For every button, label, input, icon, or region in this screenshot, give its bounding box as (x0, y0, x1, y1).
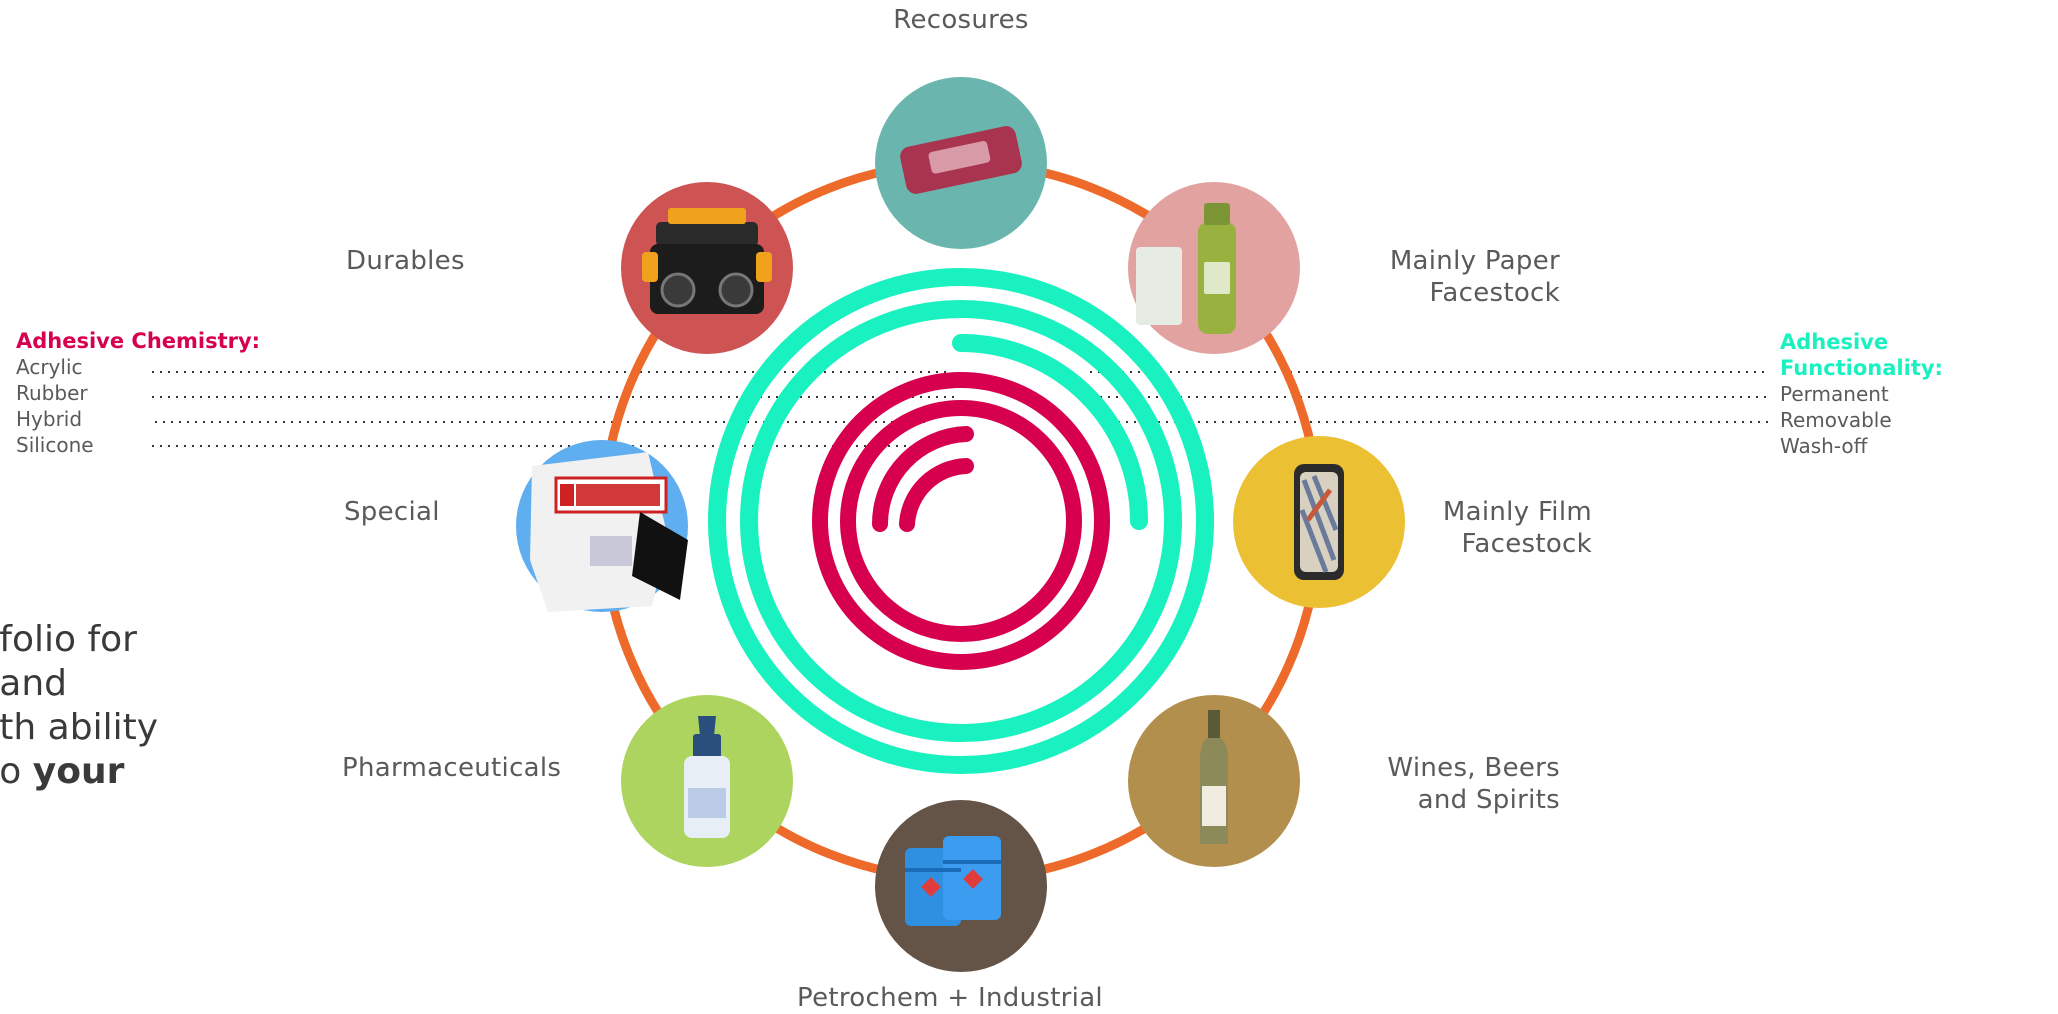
label-mainly-film: Mainly Film Facestock (1442, 497, 1592, 559)
label-petrochem: Petrochem + Industrial (797, 983, 1103, 1013)
chemistry-item: Silicone (16, 433, 94, 457)
dropper-bottle-icon (684, 716, 730, 838)
tagline-line-last: o your (0, 751, 125, 792)
chemistry-item: Rubber (16, 381, 88, 405)
tagline-line: folio for (0, 619, 137, 660)
juice-bottle-icon (1136, 203, 1236, 334)
label-mainly-paper: Mainly Paper Facestock (1389, 246, 1560, 308)
tagline-bold: your (32, 751, 125, 792)
security-label-icon (530, 452, 688, 612)
tagline: folio for and th ability o your (0, 618, 170, 808)
functionality-legend: Adhesive Functionality: Permanent Remova… (1780, 329, 2058, 459)
category-circles (516, 77, 1405, 972)
circle-pharmaceuticals (621, 695, 793, 867)
functionality-item: Wash-off (1780, 434, 1868, 458)
circle-wines (1128, 695, 1300, 867)
label-special: Special (344, 497, 440, 527)
functionality-title: Adhesive Functionality: (1780, 330, 1943, 380)
circle-mainly-film (1233, 436, 1405, 608)
tagline-line: th ability (0, 707, 158, 748)
circle-durables (621, 182, 793, 354)
functionality-item: Removable (1780, 408, 1892, 432)
wine-bottle-icon (1200, 710, 1228, 844)
label-wines: Wines, Beers and Spirits (1387, 753, 1560, 815)
engine-icon (642, 208, 772, 314)
chemical-drums-icon (905, 836, 1001, 926)
chemistry-rings (812, 372, 1110, 670)
chemistry-leader-lines (152, 371, 955, 447)
circle-recosures (875, 77, 1047, 249)
label-recosures: Recosures (893, 5, 1029, 35)
label-durables: Durables (346, 246, 465, 276)
label-pharmaceuticals: Pharmaceuticals (342, 753, 562, 783)
chemistry-legend: Adhesive Chemistry: Acrylic Rubber Hybri… (16, 328, 260, 458)
circle-petrochem (875, 800, 1047, 972)
functionality-rings (708, 268, 1214, 774)
phone-case-icon (1294, 464, 1344, 580)
chemistry-item: Acrylic (16, 355, 83, 379)
circle-mainly-paper (1128, 182, 1300, 354)
functionality-leader-lines (1090, 371, 1770, 423)
functionality-item: Permanent (1780, 382, 1889, 406)
chemistry-title: Adhesive Chemistry: (16, 329, 261, 353)
tagline-line: and (0, 663, 68, 704)
circle-special (516, 440, 688, 612)
chemistry-item: Hybrid (16, 407, 83, 431)
wipes-pack-icon (900, 126, 1022, 194)
